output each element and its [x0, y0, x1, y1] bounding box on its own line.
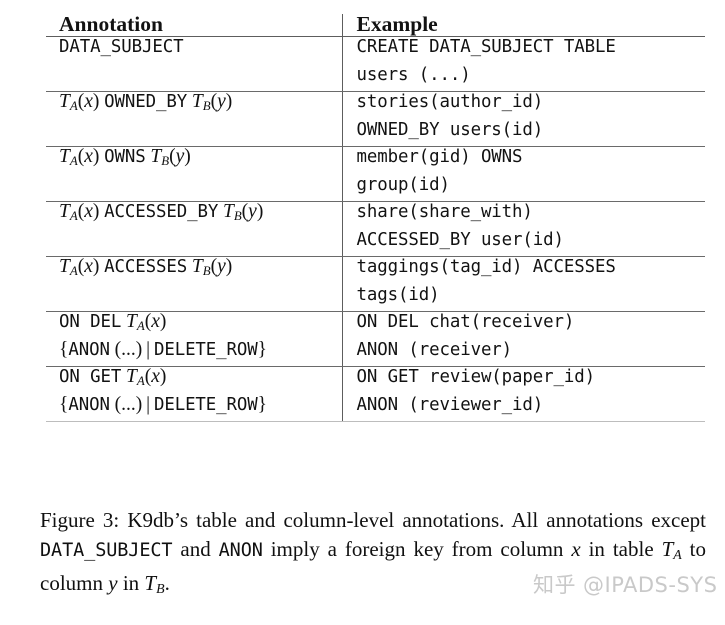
- cell-line: group(id): [356, 174, 450, 195]
- column-header-example: Example: [341, 13, 705, 37]
- cell-line: users (...): [356, 64, 471, 85]
- cell-line: {ANON (...) | DELETE_ROW}: [59, 393, 268, 415]
- table-row: DATA_SUBJECT CREATE DATA_SUBJECT TABLE use…: [46, 36, 705, 92]
- table-row: ON DEL TA(x){ANON (...) | DELETE_ROW}ON …: [46, 310, 705, 367]
- cell-line: {ANON (...) | DELETE_ROW}: [59, 338, 268, 360]
- cell-example: CREATE DATA_SUBJECT TABLE users (...): [341, 36, 705, 92]
- cell-line: DATA_SUBJECT: [59, 36, 184, 57]
- table-row: TA(x) ACCESSED_BY TB(y) share(share_with)…: [46, 200, 705, 257]
- cell-example: stories(author_id) OWNED_BY users(id): [341, 91, 705, 147]
- cell-annotation: TA(x) ACCESSED_BY TB(y): [46, 200, 342, 257]
- cell-line: ANON (receiver): [356, 339, 513, 360]
- table-header: Annotation Example: [46, 13, 705, 37]
- cell-line: ON DEL TA(x): [59, 310, 167, 333]
- cell-line: TA(x) ACCESSES TB(y): [59, 255, 233, 278]
- cell-line: OWNED_BY users(id): [356, 119, 544, 140]
- cell-line: TA(x) OWNED_BY TB(y): [59, 90, 233, 113]
- table-row: TA(x) ACCESSES TB(y) taggings(tag_id) ACC…: [46, 255, 705, 312]
- cell-annotation: TA(x) OWNED_BY TB(y): [46, 90, 342, 147]
- cell-line: ON GET review(paper_id): [356, 366, 596, 387]
- cell-annotation: ON DEL TA(x) {ANON (...) | DELETE_ROW}: [46, 310, 342, 367]
- cell-annotation: DATA_SUBJECT: [46, 36, 342, 92]
- table-row: ON GET TA(x){ANON (...) | DELETE_ROW}ON …: [46, 365, 705, 422]
- cell-annotation: TA(x) ACCESSES TB(y): [46, 255, 342, 312]
- cell-line: tags(id): [356, 284, 440, 305]
- table-header-row: Annotation Example: [46, 13, 705, 37]
- cell-line: CREATE DATA_SUBJECT TABLE: [356, 36, 616, 57]
- annotations-table: Annotation Example DATA_SUBJECT CREATE DA…: [46, 13, 705, 422]
- cell-line: TA(x) OWNS TB(y): [59, 145, 191, 168]
- cell-line: stories(author_id): [356, 91, 544, 112]
- watermark-logo: 知乎: [533, 573, 576, 597]
- cell-annotation: ON GET TA(x) {ANON (...) | DELETE_ROW}: [46, 365, 342, 422]
- cell-example: ON DEL chat(receiver) ANON (receiver): [341, 311, 705, 367]
- figure-caption: Figure 3: K9db’s table and column-level …: [40, 508, 706, 597]
- cell-line: ON DEL chat(receiver): [356, 311, 575, 332]
- cell-annotation: TA(x) OWNS TB(y): [46, 145, 342, 202]
- cell-line: TA(x) ACCESSED_BY TB(y): [59, 200, 264, 223]
- table-row: TA(x) OWNS TB(y) member(gid) OWNS group(id…: [46, 145, 705, 202]
- cell-line: share(share_with): [356, 201, 533, 222]
- cell-line: ACCESSED_BY user(id): [356, 229, 565, 250]
- cell-example: ON GET review(paper_id) ANON (reviewer_id…: [341, 366, 705, 422]
- cell-example: taggings(tag_id) ACCESSES tags(id): [341, 256, 705, 312]
- cell-line: member(gid) OWNS: [356, 146, 523, 167]
- cell-example: share(share_with) ACCESSED_BY user(id): [341, 201, 705, 257]
- cell-line: taggings(tag_id) ACCESSES: [356, 256, 616, 277]
- table-row: TA(x) OWNED_BY TB(y) stories(author_id) OW…: [46, 90, 705, 147]
- table-body: DATA_SUBJECT CREATE DATA_SUBJECT TABLE use…: [46, 36, 705, 422]
- cell-line: ANON (reviewer_id): [356, 394, 544, 415]
- column-header-annotation: Annotation: [46, 13, 342, 37]
- cell-line: ON GET TA(x): [59, 365, 167, 388]
- watermark-handle: @IPADS-SYS: [583, 573, 718, 597]
- watermark: 知乎 @IPADS-SYS: [533, 569, 717, 599]
- cell-example: member(gid) OWNS group(id): [341, 146, 705, 202]
